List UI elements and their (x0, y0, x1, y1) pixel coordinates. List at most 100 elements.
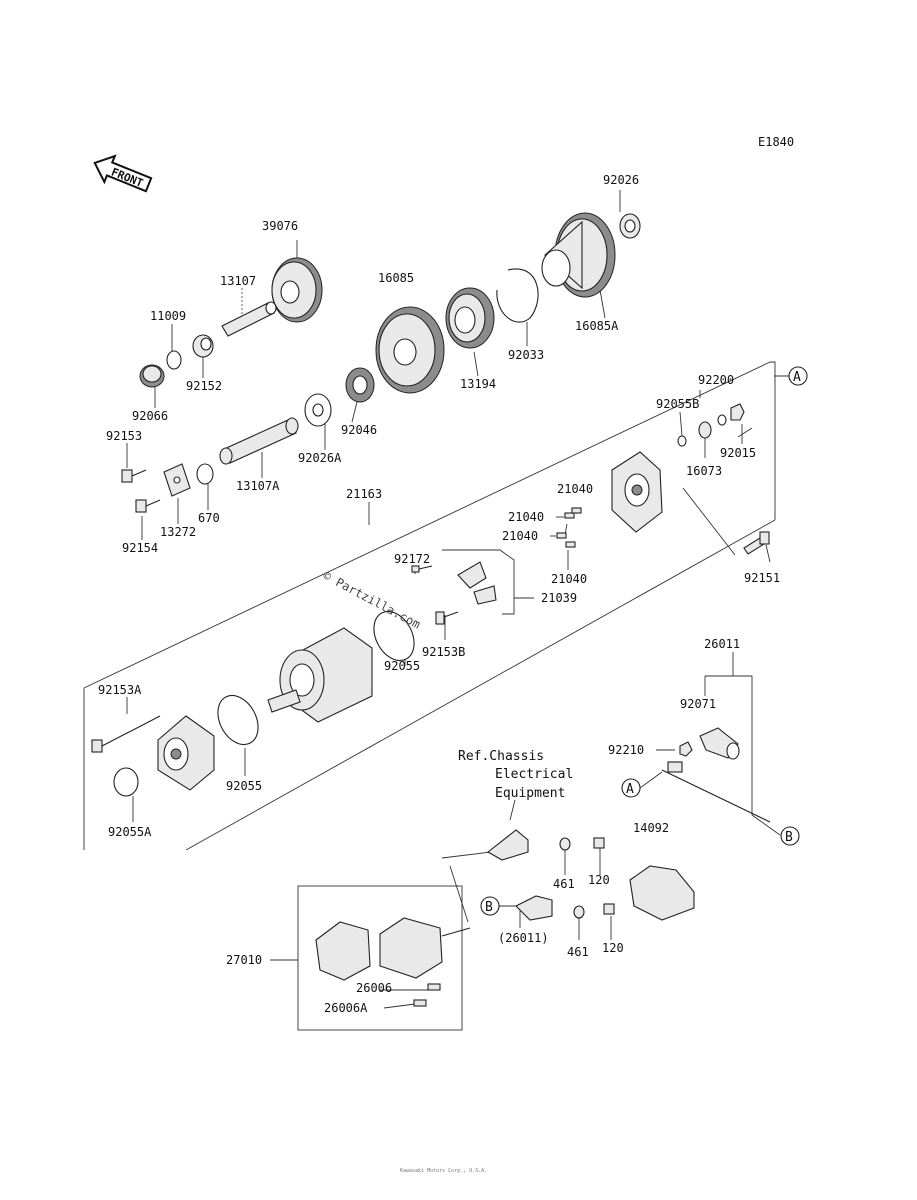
svg-text:B: B (485, 900, 493, 915)
part-label: 92153B (422, 645, 465, 659)
part-label: 92046 (341, 423, 377, 437)
part-label: 461 (567, 945, 589, 959)
starter-relay-27010-icon (379, 917, 471, 979)
fuse-26006A-icon (413, 999, 427, 1007)
plate-13272-icon (163, 463, 191, 497)
nut-92200-icon (730, 403, 745, 421)
oring-92055-lower-icon (217, 694, 259, 746)
part-label: 11009 (150, 309, 186, 323)
connector-b-right: B (780, 826, 800, 846)
svg-text:B: B (785, 830, 793, 845)
washer-461-upper-icon (559, 837, 571, 851)
part-label: 120 (602, 941, 624, 955)
end-cover-icon (157, 715, 215, 791)
part-labels: 39076 13107 16085 92026 16085A 11009 921… (98, 173, 780, 1015)
gear-16085-icon (375, 306, 445, 394)
part-label: 39076 (262, 219, 298, 233)
part-label: 92071 (680, 697, 716, 711)
part-label: 92055B (656, 397, 699, 411)
oring-92055-upper-icon (373, 610, 415, 662)
part-label: 16085A (575, 319, 619, 333)
svg-text:A: A (626, 782, 634, 797)
part-label: 92026A (298, 451, 342, 465)
bolt-92154-icon (135, 499, 161, 513)
part-label: 461 (553, 877, 575, 891)
gear-16085A-icon (541, 212, 616, 298)
part-label: 92152 (186, 379, 222, 393)
part-label: 27010 (226, 953, 262, 967)
bearing-92026-icon (619, 213, 641, 239)
part-label: 670 (198, 511, 220, 525)
gear-39076-icon (271, 257, 323, 323)
terminal-bracket-icon (487, 829, 553, 921)
connector-a-lower: A (621, 778, 641, 798)
bushing-92152-icon (192, 334, 214, 358)
washer-16073-icon (698, 421, 712, 439)
part-label: 14092 (633, 821, 669, 835)
part-label: 13194 (460, 377, 496, 391)
needle-bearing-92046-icon (345, 367, 375, 403)
front-arrow-icon: FRONT (93, 154, 153, 193)
leader-lines (126, 190, 792, 1009)
part-label: 16085 (378, 271, 414, 285)
bolt-92151-icon (743, 531, 770, 555)
part-label: 92026 (603, 173, 639, 187)
part-label: 92015 (720, 446, 756, 460)
bolt-120-upper-icon (593, 837, 605, 849)
part-label: 21040 (551, 572, 587, 586)
connector-92071-icon (699, 727, 740, 760)
nut-92210-icon (679, 741, 693, 757)
bolt-92153B-icon (435, 611, 459, 625)
footer-copyright: Kawasaki Motors Corp., U.S.A. (400, 1168, 487, 1174)
starter-brush-holder-icon (611, 451, 663, 533)
part-label: 92066 (132, 409, 168, 423)
reference-note-line1: Ref.Chassis (458, 749, 544, 764)
plug-92066-icon (139, 364, 165, 388)
washer-11009-icon (166, 350, 182, 370)
part-label: (26011) (498, 931, 549, 945)
part-label: 92153A (98, 683, 142, 697)
part-label: 92153 (106, 429, 142, 443)
part-label: 92055A (108, 825, 152, 839)
oring-92055A-icon (113, 767, 139, 797)
bolt-120-lower-icon (603, 903, 615, 915)
oneway-clutch-13194-icon (445, 287, 495, 349)
washer-92015-icon (717, 414, 727, 426)
part-label: 21039 (541, 591, 577, 605)
part-label: 92210 (608, 743, 644, 757)
part-label: 21163 (346, 487, 382, 501)
watermark: © Partzilla.com (321, 568, 423, 631)
shaft-13107-icon (221, 301, 277, 337)
screw-92172-icon (411, 565, 433, 573)
starter-relay-cover-14092-icon (629, 865, 695, 921)
circlip-92033-icon (496, 268, 539, 323)
oring-92055B-icon (677, 435, 687, 447)
reference-note-line2: Electrical (495, 767, 573, 782)
part-label: 16073 (686, 464, 722, 478)
cable-26011-icon (661, 761, 771, 823)
part-label: 120 (588, 873, 610, 887)
bolt-92153-icon (121, 469, 147, 483)
part-label: 21040 (508, 510, 544, 524)
connector-b-left: B (480, 896, 500, 916)
oring-670-icon (196, 463, 214, 485)
part-label: 13272 (160, 525, 196, 539)
relay-cover-icon (315, 921, 371, 981)
part-label: 26006 (356, 981, 392, 995)
brushes-21040-icon (556, 507, 582, 548)
connector-a-upper: A (788, 366, 808, 386)
svg-text:A: A (793, 370, 801, 385)
part-label: 13107 (220, 274, 256, 288)
shaft-13107A-icon (219, 417, 299, 465)
part-label: 92154 (122, 541, 158, 555)
part-label: 92055 (226, 779, 262, 793)
part-label: 92172 (394, 552, 430, 566)
fuse-26006-icon (427, 983, 441, 991)
part-label: 92151 (744, 571, 780, 585)
yoke-icon (267, 627, 373, 723)
part-label: 13107A (236, 479, 280, 493)
starter-assembly-frame (83, 361, 776, 851)
part-label: 26011 (704, 637, 740, 651)
part-label: 26006A (324, 1001, 368, 1015)
